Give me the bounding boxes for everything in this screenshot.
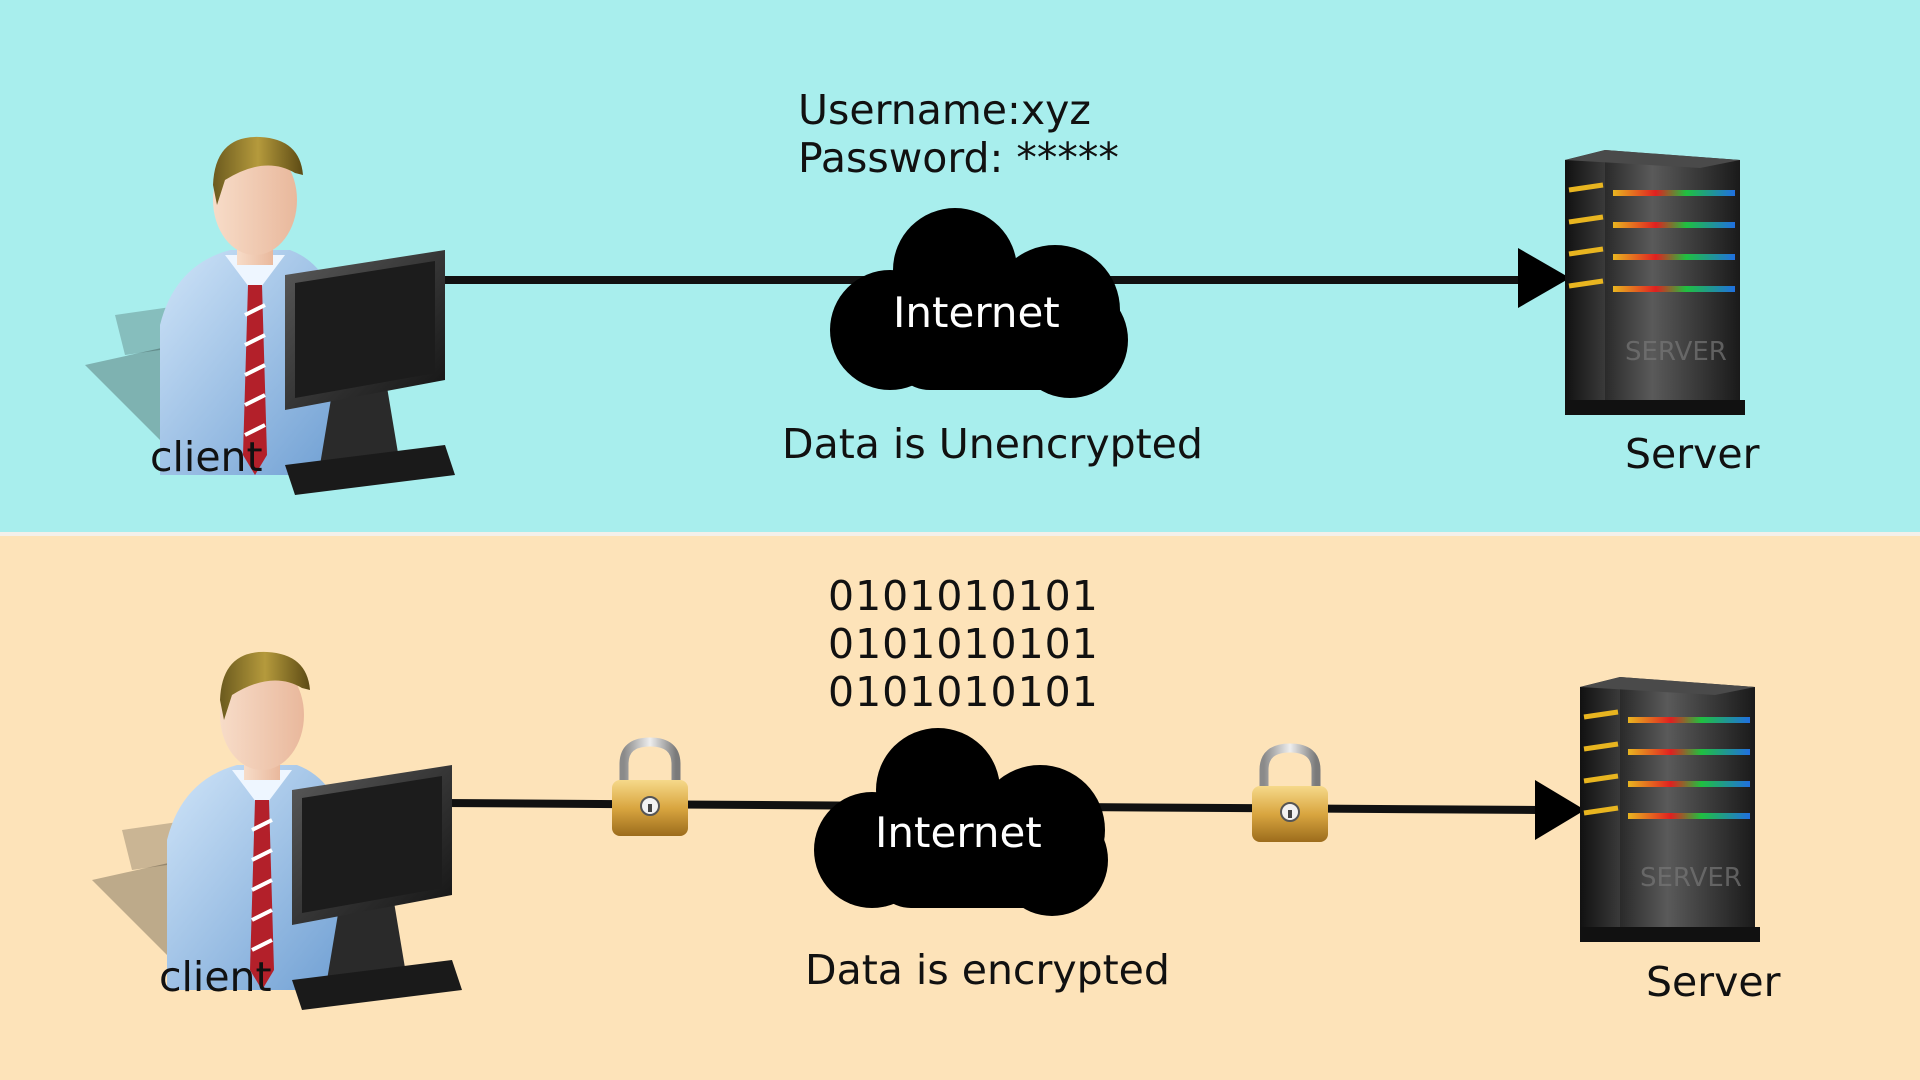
cloud-icon [830, 208, 1128, 398]
binary-line: 0101010101 [828, 620, 1099, 668]
arrowhead-icon [1518, 248, 1570, 308]
cloud-label: Internet [875, 808, 1042, 857]
client-label: client [150, 433, 263, 481]
server-label: Server [1646, 958, 1781, 1006]
panel-divider [0, 532, 1920, 536]
username-text: Username:xyz [798, 86, 1091, 134]
padlock-icon [612, 742, 688, 836]
cloud-label: Internet [893, 288, 1060, 337]
binary-block: 0101010101 0101010101 0101010101 [828, 572, 1099, 716]
server-tower-icon [1565, 150, 1745, 415]
binary-line: 0101010101 [828, 572, 1099, 620]
padlock-icon [1252, 748, 1328, 842]
password-text: Password: ***** [798, 134, 1119, 182]
client-label: client [159, 953, 272, 1001]
client-computer-icon [83, 134, 457, 497]
cloud-icon [814, 728, 1108, 916]
status-text: Data is encrypted [805, 946, 1170, 994]
status-text: Data is Unencrypted [782, 420, 1203, 468]
server-label: Server [1625, 430, 1760, 478]
server-box-text: SERVER [1625, 337, 1727, 367]
server-tower-icon [1580, 677, 1760, 942]
binary-line: 0101010101 [828, 668, 1099, 716]
client-computer-icon [90, 649, 464, 1012]
arrowhead-icon [1535, 780, 1585, 840]
server-box-text: SERVER [1640, 863, 1742, 893]
credentials-block: Username:xyz Password: ***** [798, 86, 1119, 182]
